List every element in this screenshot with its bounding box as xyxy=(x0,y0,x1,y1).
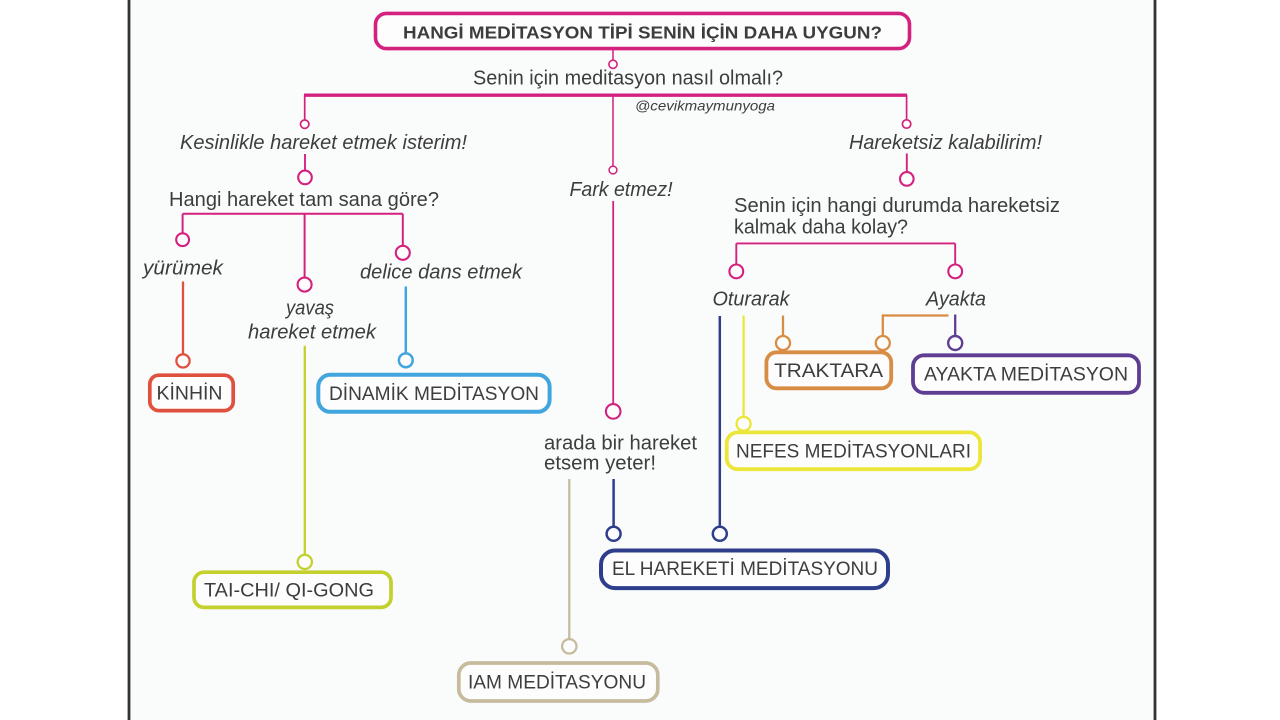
svg-text:Hareketsiz kalabilirim!: Hareketsiz kalabilirim! xyxy=(849,132,1042,154)
svg-text:@cevikmaymunyoga: @cevikmaymunyoga xyxy=(635,98,775,114)
svg-text:delice dans etmek: delice dans etmek xyxy=(360,262,523,284)
svg-text:hareket etmek: hareket etmek xyxy=(248,322,377,344)
svg-text:kalmak daha kolay?: kalmak daha kolay? xyxy=(734,216,908,238)
svg-text:Oturarak: Oturarak xyxy=(713,289,791,311)
svg-text:Kesinlikle hareket etmek ister: Kesinlikle hareket etmek isterim! xyxy=(180,132,467,154)
svg-text:EL HAREKETİ MEDİTASYONU: EL HAREKETİ MEDİTASYONU xyxy=(612,559,878,580)
svg-text:DİNAMİK MEDİTASYON: DİNAMİK MEDİTASYON xyxy=(329,384,539,405)
svg-text:etsem yeter!: etsem yeter! xyxy=(544,453,656,475)
svg-text:yavaş: yavaş xyxy=(284,298,334,320)
svg-text:IAM MEDİTASYONU: IAM MEDİTASYONU xyxy=(468,673,646,694)
svg-text:Fark etmez!: Fark etmez! xyxy=(570,179,673,201)
svg-text:Senin için hangi durumda harek: Senin için hangi durumda hareketsiz xyxy=(734,195,1060,217)
svg-text:Hangi hareket tam sana göre?: Hangi hareket tam sana göre? xyxy=(169,189,439,211)
svg-text:yürümek: yürümek xyxy=(141,258,224,280)
svg-text:arada bir hareket: arada bir hareket xyxy=(544,433,697,455)
svg-text:KİNHİN: KİNHİN xyxy=(157,383,223,404)
svg-text:NEFES MEDİTASYONLARI: NEFES MEDİTASYONLARI xyxy=(736,442,971,463)
svg-text:HANGİ MEDİTASYON TİPİ SENİN İÇ: HANGİ MEDİTASYON TİPİ SENİN İÇİN DAHA UY… xyxy=(403,22,882,42)
svg-text:TRAKTARA: TRAKTARA xyxy=(774,361,883,382)
svg-text:Senin için meditasyon nasıl ol: Senin için meditasyon nasıl olmalı? xyxy=(473,68,783,90)
svg-text:TAI-CHI/ QI-GONG: TAI-CHI/ QI-GONG xyxy=(204,580,374,601)
svg-text:Ayakta: Ayakta xyxy=(925,289,986,311)
svg-text:AYAKTA MEDİTASYON: AYAKTA MEDİTASYON xyxy=(924,365,1128,386)
